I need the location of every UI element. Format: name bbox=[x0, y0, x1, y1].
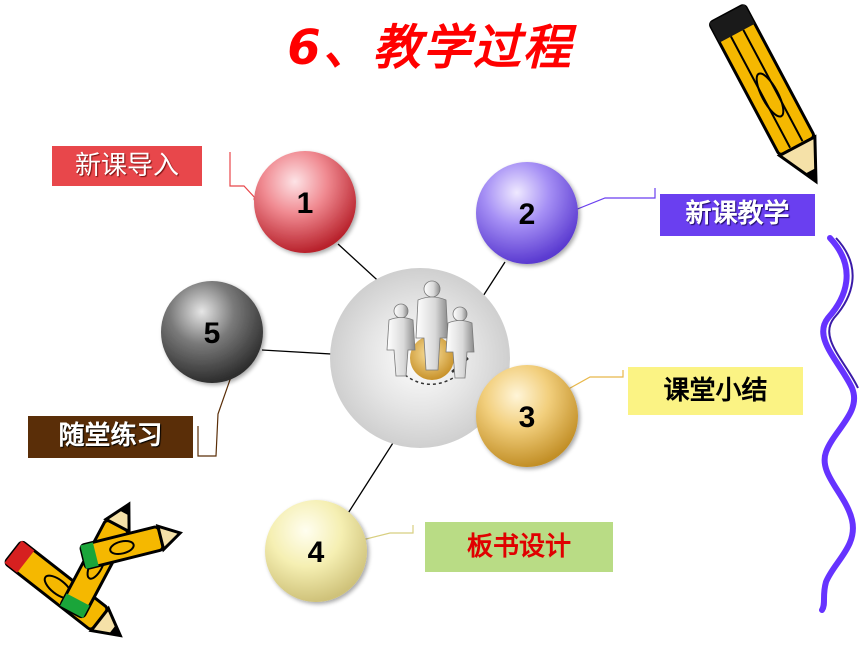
node-2-sphere bbox=[476, 162, 578, 264]
node-5-sphere bbox=[161, 281, 263, 383]
node-3-sphere bbox=[476, 365, 578, 467]
page-title: 6、教学过程 bbox=[287, 20, 573, 76]
node-2-label: 新课教学 bbox=[660, 194, 815, 236]
node-1-sphere bbox=[254, 151, 356, 253]
team-hub-icon bbox=[330, 268, 510, 448]
node-3-number: 3 bbox=[519, 401, 536, 434]
pencil-icon bbox=[709, 4, 818, 185]
people-icon bbox=[386, 280, 475, 379]
crayons-icon bbox=[4, 501, 183, 638]
node-2-number: 2 bbox=[519, 198, 536, 231]
node-5-number: 5 bbox=[204, 317, 221, 350]
node-3-label: 课堂小结 bbox=[628, 367, 803, 415]
wavy-ribbon bbox=[819, 235, 859, 613]
node-1-label: 新课导入 bbox=[52, 146, 202, 186]
node-1-number: 1 bbox=[297, 187, 314, 220]
node-4-number: 4 bbox=[308, 536, 325, 569]
node-4-label: 板书设计 bbox=[425, 522, 613, 572]
node-5-label: 随堂练习 bbox=[28, 416, 193, 458]
node-4-sphere bbox=[265, 500, 367, 602]
